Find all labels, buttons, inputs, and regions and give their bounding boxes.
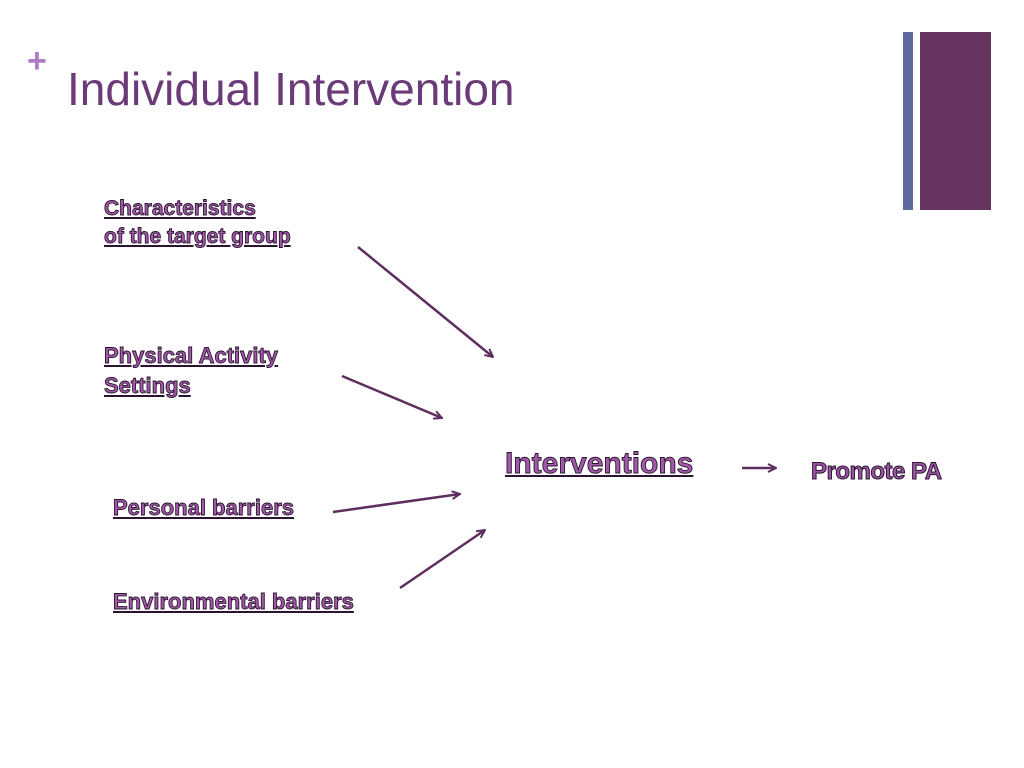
arrow-personal-to-interventions xyxy=(332,494,460,514)
arrow-environmental-to-interventions xyxy=(399,530,485,590)
decorative-bar-thin xyxy=(903,32,913,210)
arrow-characteristics-to-interventions xyxy=(357,246,493,357)
slide-title: Individual Intervention xyxy=(67,63,515,115)
node-characteristics: Characteristics of the target group xyxy=(104,197,292,249)
node-interventions: Interventions xyxy=(505,447,694,481)
node-environmental-barriers: Environmental barriers xyxy=(113,589,355,615)
plus-icon: + xyxy=(27,42,47,80)
node-physical-activity-settings: Physical Activity Settings xyxy=(104,343,279,399)
arrow-settings-to-interventions xyxy=(341,374,442,418)
node-personal-barriers: Personal barriers xyxy=(113,495,295,521)
decorative-bar-thick xyxy=(920,32,991,210)
node-promote-pa: Promote PA xyxy=(811,458,943,486)
